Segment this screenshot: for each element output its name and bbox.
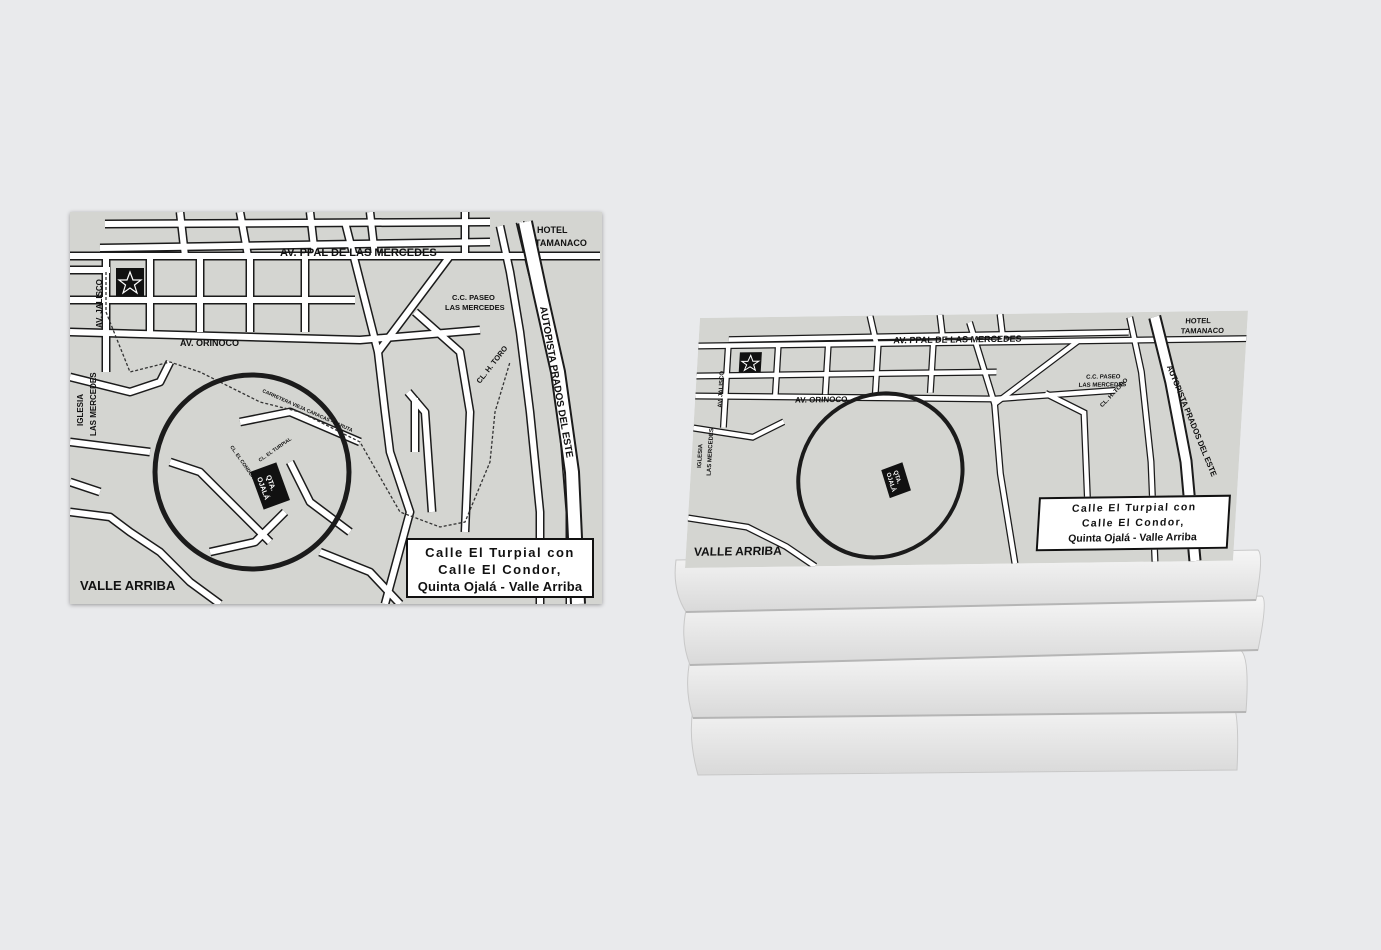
address-box: Calle El Turpial con Calle El Condor, Qu… bbox=[406, 538, 594, 598]
pad-label-qta-1: QTA. bbox=[892, 470, 902, 485]
map-card: HOTEL TAMANACO AV. PPAL DE LAS MERCEDES … bbox=[70, 212, 602, 604]
address-line-3: Quinta Ojalá - Valle Arriba bbox=[417, 579, 583, 594]
pad-address-line-3: Quinta Ojalá - Valle Arriba bbox=[1067, 531, 1198, 545]
pad-label-valle-arriba: VALLE ARRIBA bbox=[694, 544, 783, 559]
pad-label-cc-paseo-1: C.C. PASEO bbox=[1086, 374, 1121, 380]
pad-label-av-orinoco: AV. ORINOCO bbox=[795, 395, 848, 405]
pad-label-av-mercedes: AV. PPAL DE LAS MERCEDES bbox=[893, 334, 1022, 346]
label-iglesia-2: LAS MERCEDES bbox=[89, 372, 98, 436]
pad-label-cc-paseo-2: LAS MERCEDES bbox=[1078, 382, 1126, 389]
pad-label-hotel-1: HOTEL bbox=[1185, 316, 1211, 325]
pad-star-logo-icon bbox=[738, 352, 762, 373]
label-cc-paseo-1: C.C. PASEO bbox=[452, 293, 495, 302]
pad-top-face: HOTEL TAMANACO AV. PPAL DE LAS MERCEDES … bbox=[685, 310, 1248, 568]
pad-label-qta-2: OJALÁ bbox=[885, 472, 898, 494]
label-hotel-2: TAMANACO bbox=[535, 238, 587, 248]
label-av-orinoco: AV. ORINOCO bbox=[180, 338, 239, 348]
label-iglesia-1: IGLESIA bbox=[76, 394, 85, 426]
map-illustration: HOTEL TAMANACO AV. PPAL DE LAS MERCEDES … bbox=[70, 212, 602, 604]
pad-address-line-1: Calle El Turpial con bbox=[1071, 501, 1197, 515]
address-line-2: Calle El Condor, bbox=[438, 562, 562, 577]
pad-map-illustration: HOTEL TAMANACO AV. PPAL DE LAS MERCEDES … bbox=[685, 310, 1248, 568]
pad-label-hotel-2: TAMANACO bbox=[1181, 326, 1225, 336]
pad-label-iglesia-1: IGLESIA bbox=[697, 443, 704, 468]
pad-address-line-2: Calle El Condor, bbox=[1081, 516, 1186, 530]
label-cc-paseo-2: LAS MERCEDES bbox=[445, 303, 505, 312]
star-logo-icon bbox=[116, 268, 144, 296]
label-valle-arriba: VALLE ARRIBA bbox=[80, 578, 176, 593]
pad-label-cl-toro: CL. H. TORO bbox=[1099, 377, 1129, 408]
label-av-jalisco: AV. JALISCO bbox=[95, 279, 104, 328]
label-av-mercedes: AV. PPAL DE LAS MERCEDES bbox=[280, 247, 437, 259]
pad-label-autopista: AUTOPISTA PRADOS DEL ESTE bbox=[1165, 364, 1219, 479]
pad-label-av-jalisco: AV. JALISCO bbox=[718, 371, 726, 408]
label-hotel-1: HOTEL bbox=[537, 225, 568, 235]
pad-label-iglesia-2: LAS MERCEDES bbox=[707, 428, 716, 476]
address-line-1: Calle El Turpial con bbox=[425, 545, 575, 560]
pad-address-box: Calle El Turpial con Calle El Condor, Qu… bbox=[1035, 494, 1231, 552]
